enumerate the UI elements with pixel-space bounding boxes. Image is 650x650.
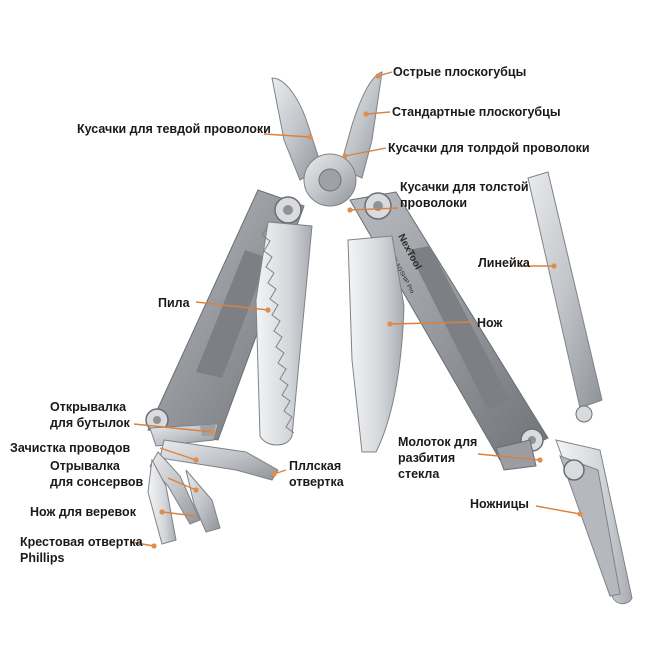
label-rope-knife: Нож для веревок (30, 505, 136, 519)
label-thick-wire-cutter-line2: проволоки (400, 196, 468, 210)
label-hard-wire-cutter: Кусачки для тевдой проволоки (77, 122, 271, 136)
label-bottle-opener-line2: для бутылок (50, 416, 130, 430)
label-phillips: Крестовая отвертка Phillips (20, 534, 143, 566)
label-hammer-line3: стекла (398, 467, 440, 481)
label-thick-wire-cutter: Кусачки для толстой проволоки (400, 179, 529, 211)
knife-blade (347, 235, 405, 453)
label-wire-stripper: Зачистка проводов (10, 441, 131, 455)
saw-blade (255, 221, 313, 446)
label-hammer-line2: разбития (398, 451, 456, 465)
ruler-arm (527, 171, 603, 423)
hammer-tool (495, 439, 537, 471)
label-sharp-pliers: Острые плоскогубцы (393, 65, 527, 79)
label-flat-screwdriver-line2: отвертка (289, 475, 344, 489)
label-thick-wire-cutter-right: Кусачки для толрдой проволоки (388, 141, 590, 155)
label-ruler: Линейка (478, 256, 530, 270)
label-can-opener-line2: для сонсервов (50, 475, 144, 489)
scissors (555, 439, 633, 605)
leader-lines (129, 71, 583, 549)
pliers-jaws (271, 71, 383, 207)
label-hammer: Молоток для разбития стекла (398, 434, 477, 482)
label-flat-screwdriver-line1: Пллская (289, 459, 342, 473)
label-can-opener: Отрывалка для сонсервов (50, 458, 143, 490)
label-phillips-line1: Крестовая отвертка (20, 535, 143, 549)
label-bottle-opener-line1: Открывалка (50, 400, 127, 414)
label-scissors: Ножницы (470, 497, 529, 511)
right-handle (349, 191, 549, 461)
label-phillips-line2: Phillips (20, 551, 65, 565)
label-thick-wire-cutter-line1: Кусачки для толстой (400, 180, 529, 194)
label-can-opener-line1: Отрывалка (50, 459, 120, 473)
label-bottle-opener: Открывалка для бутылок (50, 399, 130, 431)
label-flat-screwdriver: Пллская отвертка (289, 458, 344, 490)
label-hammer-line1: Молоток для (398, 435, 478, 449)
small-tools (147, 423, 279, 545)
label-knife: Нож (477, 316, 503, 330)
label-saw: Пила (158, 296, 190, 310)
label-standard-pliers: Стандартные плоскогубцы (392, 105, 561, 119)
